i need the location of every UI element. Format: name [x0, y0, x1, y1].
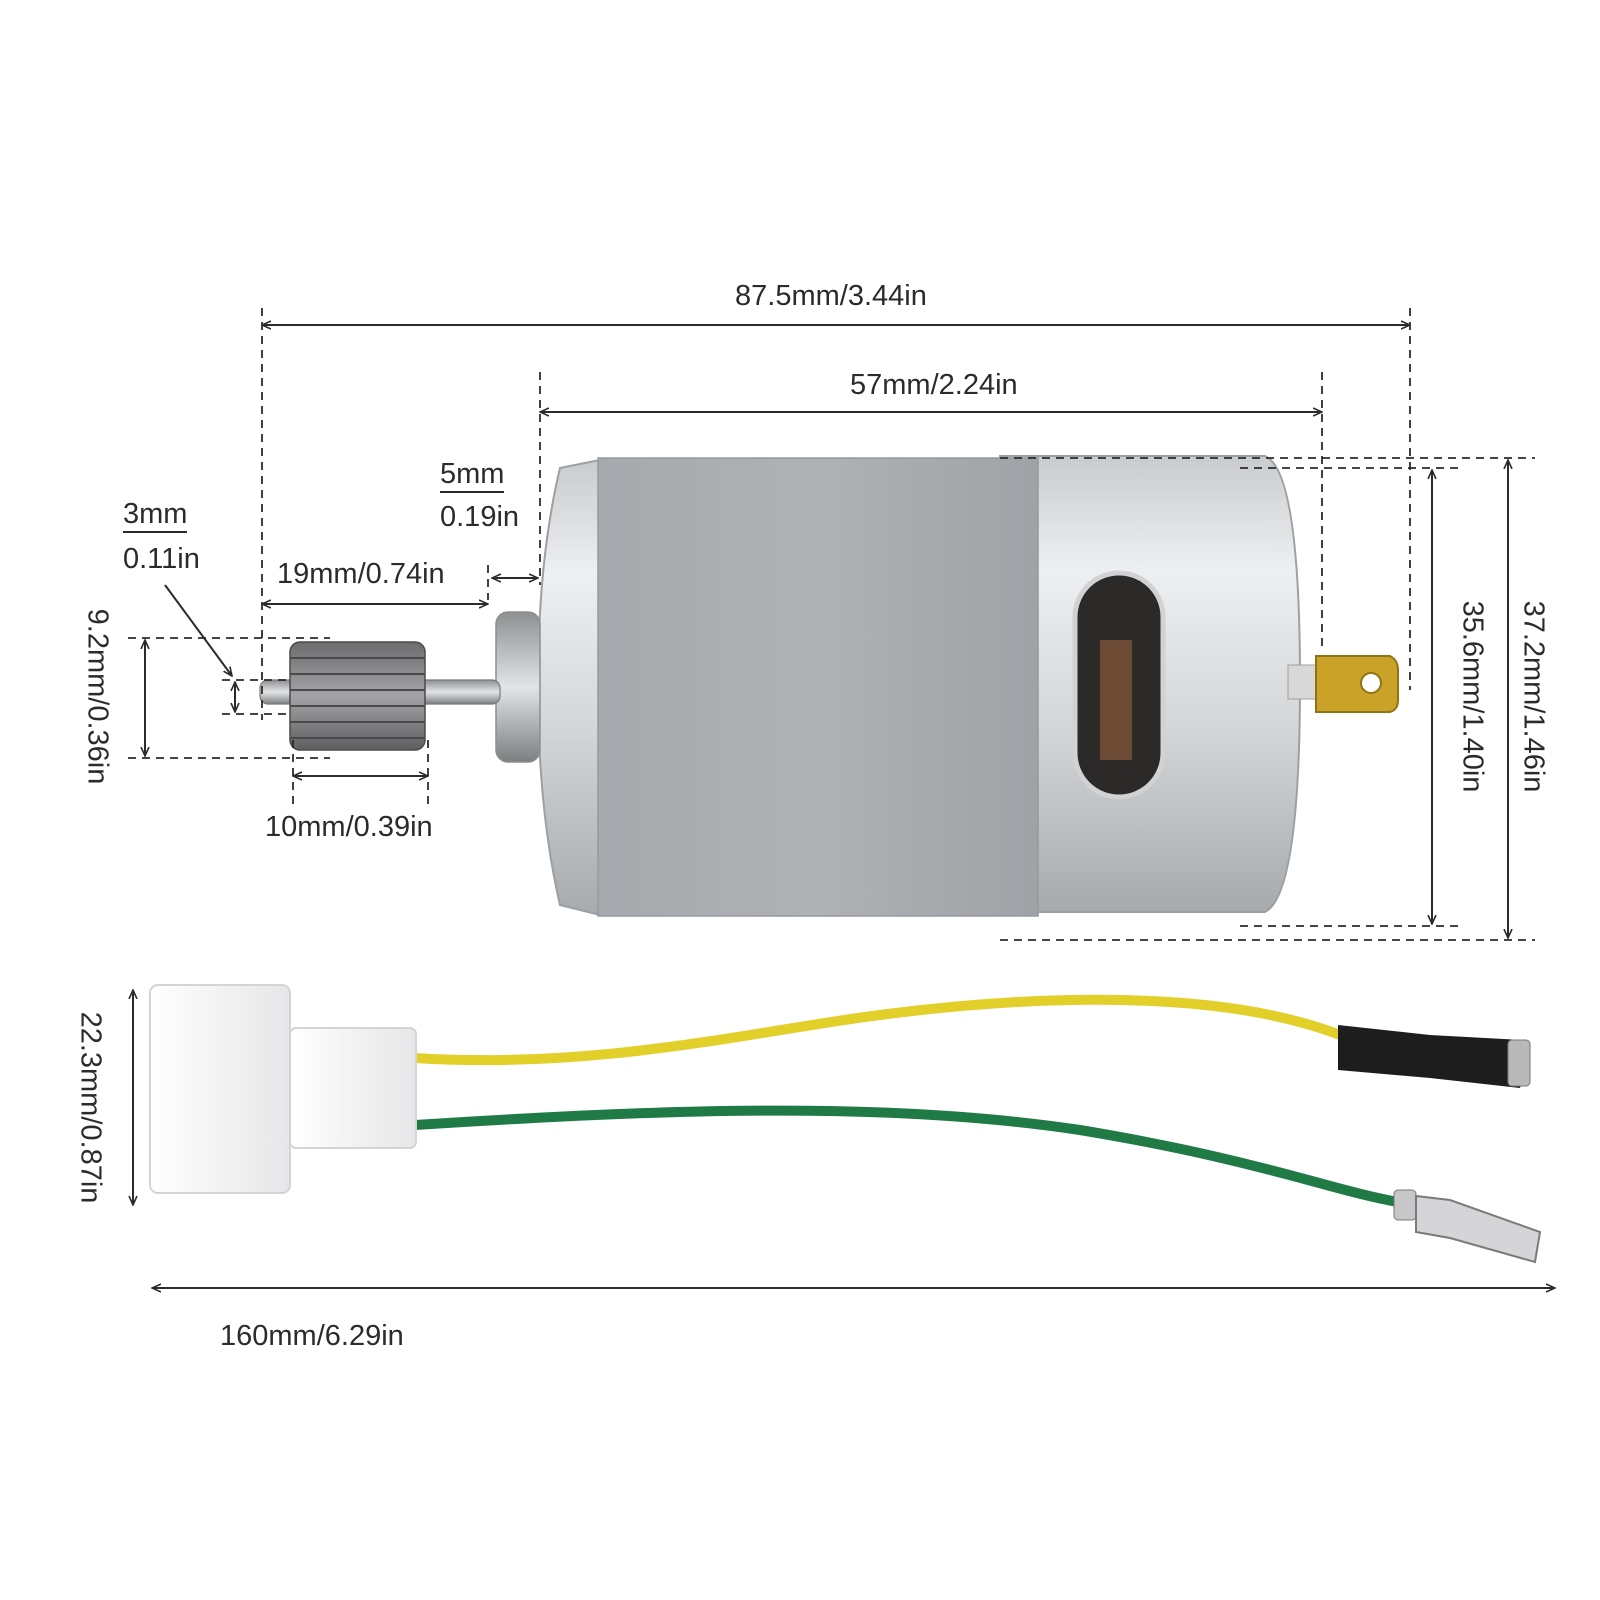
connector-height-label: 22.3mm/0.87in: [74, 1011, 107, 1204]
body-length-label: 57mm/2.24in: [850, 369, 1018, 401]
overall-length-label: 87.5mm/3.44in: [735, 280, 927, 312]
boss-in-label: 0.19in: [440, 501, 520, 533]
shaft-mm-label: 3mm: [123, 500, 188, 533]
shaft-length-label: 19mm/0.74in: [277, 558, 445, 590]
cable-assembly: [149, 984, 1542, 1264]
gear-width-label: 10mm/0.39in: [265, 811, 433, 843]
boss-mm-label: 5mm: [440, 460, 505, 493]
dimension-lines: [128, 308, 1555, 1288]
cable-length-label: 160mm/6.29in: [220, 1320, 404, 1352]
can-diameter-label: 35.6mm/1.40in: [1456, 600, 1489, 793]
motor: [259, 455, 1399, 917]
body-diameter-label: 37.2mm/1.46in: [1517, 600, 1550, 793]
shaft-in-label: 0.11in: [123, 543, 200, 575]
gear-diameter-label: 9.2mm/0.36in: [81, 608, 114, 785]
